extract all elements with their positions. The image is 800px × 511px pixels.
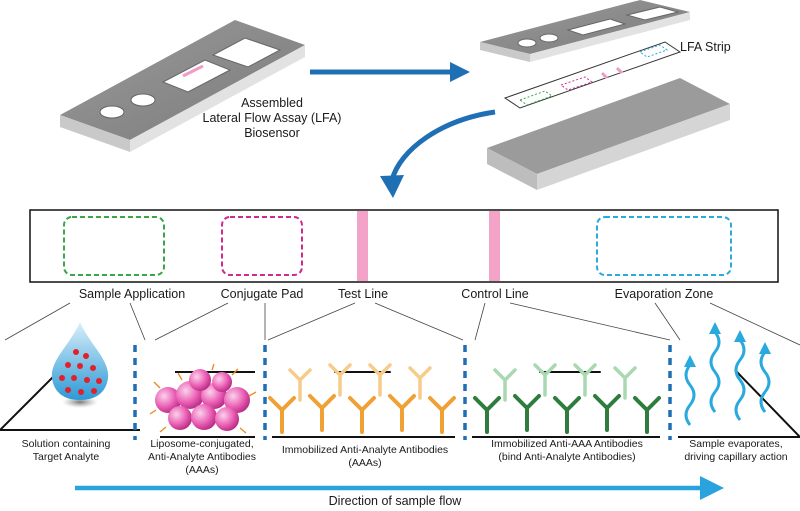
strip-label: LFA Strip — [680, 40, 731, 54]
floor-lines — [0, 369, 800, 438]
exploded-strip — [503, 41, 682, 109]
assembled-cassette — [60, 20, 305, 152]
evaporates-caption: Sample evaporates, driving capillary act… — [684, 438, 788, 463]
exploded-cassette-top — [480, 0, 690, 62]
curved-arrow-icon — [380, 109, 496, 198]
assembled-label: Assembled Lateral Flow Assay (LFA) Biose… — [202, 96, 342, 140]
evaporation-arrows-icon — [684, 322, 771, 426]
arrow-right-icon — [310, 62, 470, 82]
flow-label: Direction of sample flow — [328, 494, 462, 508]
evaporation-zone-box — [596, 216, 732, 276]
liposome-caption: Liposome-conjugated, Anti-Analyte Antibo… — [148, 438, 256, 476]
sample-application-label: Sample Application — [78, 287, 186, 301]
flow-arrow-icon — [75, 476, 724, 500]
evaporation-zone-label: Evaporation Zone — [614, 287, 714, 301]
immobilized-anti-aaa-caption: Immobilized Anti-AAA Antibodies (bind An… — [491, 438, 643, 463]
immobilized-aaa-caption: Immobilized Anti-Analyte Antibodies (AAA… — [281, 444, 449, 469]
section-separators — [133, 345, 672, 440]
test-line-mark — [357, 211, 368, 281]
solution-caption: Solution containing Target Analyte — [21, 438, 111, 463]
control-line-mark — [489, 211, 500, 281]
sample-pad-box — [63, 216, 165, 276]
control-line-label: Control Line — [461, 287, 529, 301]
droplet-icon — [51, 322, 109, 408]
test-line-label: Test Line — [337, 287, 389, 301]
exploded-cassette-base — [487, 78, 730, 190]
leader-lines — [4, 302, 800, 346]
anti-analyte-antibodies-icon — [268, 363, 456, 434]
strip-detail — [29, 209, 779, 283]
anti-aaa-antibodies-icon — [473, 363, 661, 434]
conjugate-pad-box — [221, 216, 303, 276]
liposome-cluster-icon — [149, 363, 257, 434]
conjugate-pad-label: Conjugate Pad — [220, 287, 304, 301]
